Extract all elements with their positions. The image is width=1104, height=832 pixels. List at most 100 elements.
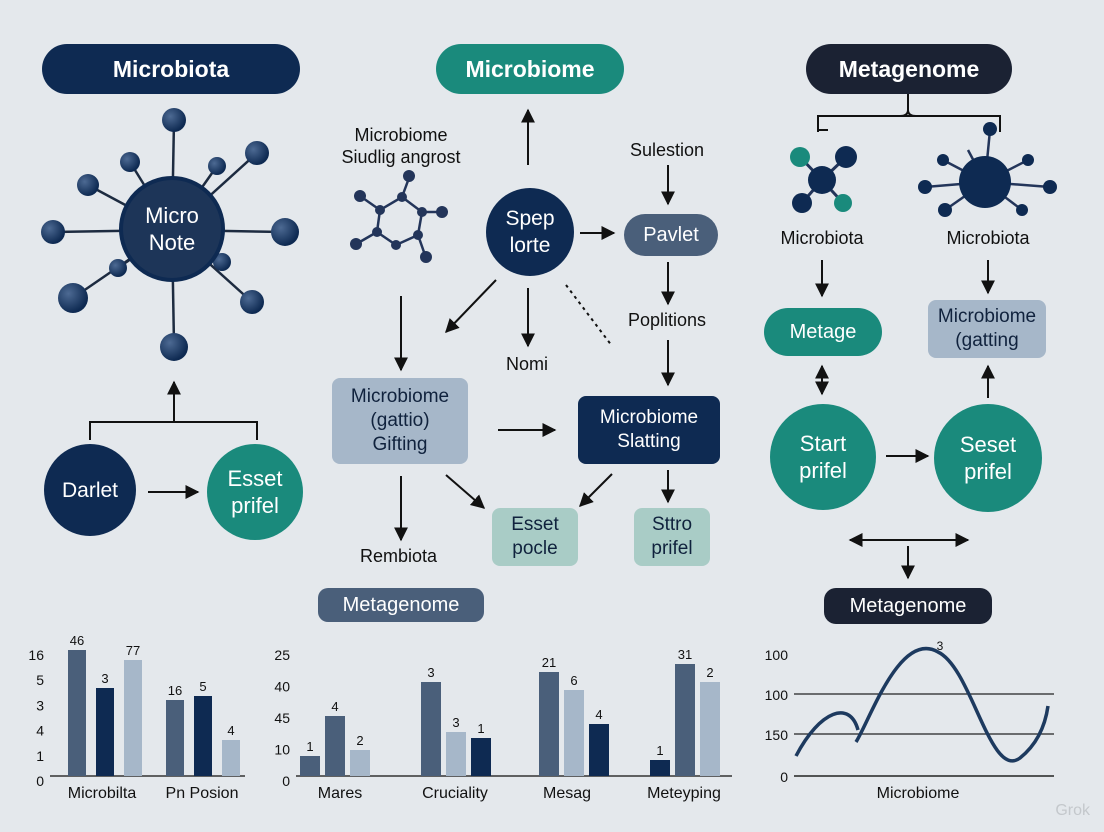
satellite-node-3	[41, 220, 65, 244]
satellite-node-4	[271, 218, 299, 246]
bar-data-label: 1	[306, 739, 313, 754]
y-tick-label: 5	[36, 672, 44, 688]
metagenome-section-center: Metagenome	[318, 588, 484, 622]
bar-data-label: 3	[452, 715, 459, 730]
y-tick-label: 0	[36, 773, 44, 789]
bar-data-label: 31	[678, 647, 692, 662]
y-tick-label: 100	[765, 647, 789, 663]
bar-data-label: 4	[331, 699, 338, 714]
bar	[96, 688, 114, 776]
y-tick-label: 4	[36, 723, 44, 739]
bar-data-label: 16	[168, 683, 182, 698]
y-tick-label: 0	[780, 769, 788, 785]
y-tick-label: 3	[36, 697, 44, 713]
darlet-node: Darlet	[44, 444, 136, 536]
bar-data-label: 2	[706, 665, 713, 680]
bar-data-label: 21	[542, 655, 556, 670]
bar-data-label: 4	[227, 723, 234, 738]
satellite-node-8	[109, 259, 127, 277]
esset-prifel-node: Esset prifel	[207, 444, 303, 540]
satellite-node-1	[120, 152, 140, 172]
bar	[539, 672, 559, 776]
seset-prifel-node: Seset prifel	[934, 404, 1042, 512]
poplitions-label: Poplitions	[628, 310, 707, 330]
x-tick-label: Microbilta	[68, 785, 137, 802]
x-tick-label: Mares	[318, 785, 362, 802]
y-tick-label: 1	[36, 748, 44, 764]
right-molecule-hub	[918, 122, 1057, 217]
bar-data-label: 6	[570, 673, 577, 688]
x-tick-label: Meteyping	[647, 785, 721, 802]
x-tick-label: Mesag	[543, 785, 591, 802]
bar	[471, 738, 491, 776]
header-microbiome: Microbiome	[436, 44, 624, 94]
bar-data-label: 3	[101, 671, 108, 686]
bar-data-label: 4	[595, 707, 602, 722]
bar	[350, 750, 370, 776]
watermark: Grok	[1055, 802, 1090, 819]
microbiota-label-left: Microbiota	[780, 228, 864, 248]
start-prifel-node: Start prifel	[770, 404, 876, 510]
bar	[675, 664, 695, 776]
bar	[325, 716, 345, 776]
bar-data-label: 1	[477, 721, 484, 736]
y-tick-label: 45	[274, 710, 290, 726]
bar-data-label: 1	[656, 743, 663, 758]
bar-data-label: 46	[70, 633, 84, 648]
satellite-node-7	[58, 283, 88, 313]
x-axis-label: Microbiome	[877, 785, 960, 802]
rembiota-label: Rembiota	[360, 546, 438, 566]
y-tick-label: 10	[274, 742, 290, 758]
bar-data-label: 77	[126, 643, 140, 658]
bar-data-label: 2	[356, 733, 363, 748]
satellite-node-5	[245, 141, 269, 165]
y-tick-label: 0	[282, 773, 290, 789]
sttro-prifel-box: Sttro prifel	[634, 508, 710, 566]
bar	[124, 660, 142, 776]
metage-box: Metage	[764, 308, 882, 356]
bar	[421, 682, 441, 776]
y-tick-label: 25	[274, 647, 290, 663]
microbiome-slatting-box: Microbiome Slatting	[578, 396, 720, 464]
satellite-node-2	[77, 174, 99, 196]
satellite-node-11	[160, 333, 188, 361]
bar	[589, 724, 609, 776]
bar	[700, 682, 720, 776]
y-tick-label: 16	[28, 647, 44, 663]
microbiome-gatting-box: Microbiome (gatting	[928, 300, 1046, 358]
bar	[650, 760, 670, 776]
bar	[194, 696, 212, 776]
dotted-connector	[565, 284, 613, 347]
header-microbiota: Microbiota	[42, 44, 300, 94]
center-molecule-atoms	[350, 170, 448, 263]
right-arrows	[815, 260, 995, 580]
bar	[564, 690, 584, 776]
sulestion-label: Sulestion	[630, 140, 705, 160]
x-tick-label: Cruciality	[422, 785, 488, 802]
bar-data-label: 3	[427, 665, 434, 680]
metagenome-section-right: Metagenome	[824, 588, 992, 624]
header-metagenome: Metagenome	[806, 44, 1012, 94]
pavlet-box: Pavlet	[624, 214, 718, 256]
y-tick-label: 40	[274, 679, 290, 695]
y-tick-label: 150	[765, 727, 789, 743]
peak-data-label: 3	[937, 639, 944, 653]
esset-pocle-box: Esset pocle	[492, 508, 578, 566]
right-molecule-small	[790, 146, 857, 213]
spep-lorte-hub: Spep lorte	[486, 188, 574, 276]
center-arrows	[394, 108, 675, 542]
satellite-node-9	[213, 253, 231, 271]
satellite-node-10	[240, 290, 264, 314]
molecule-caption: Microbiome Siudlig angrost	[341, 125, 461, 167]
bar	[68, 650, 86, 776]
bar	[300, 756, 320, 776]
microbiota-label-right: Microbiota	[946, 228, 1030, 248]
bar	[446, 732, 466, 776]
bar	[222, 740, 240, 776]
series-line	[794, 647, 1050, 763]
satellite-node-0	[162, 108, 186, 132]
